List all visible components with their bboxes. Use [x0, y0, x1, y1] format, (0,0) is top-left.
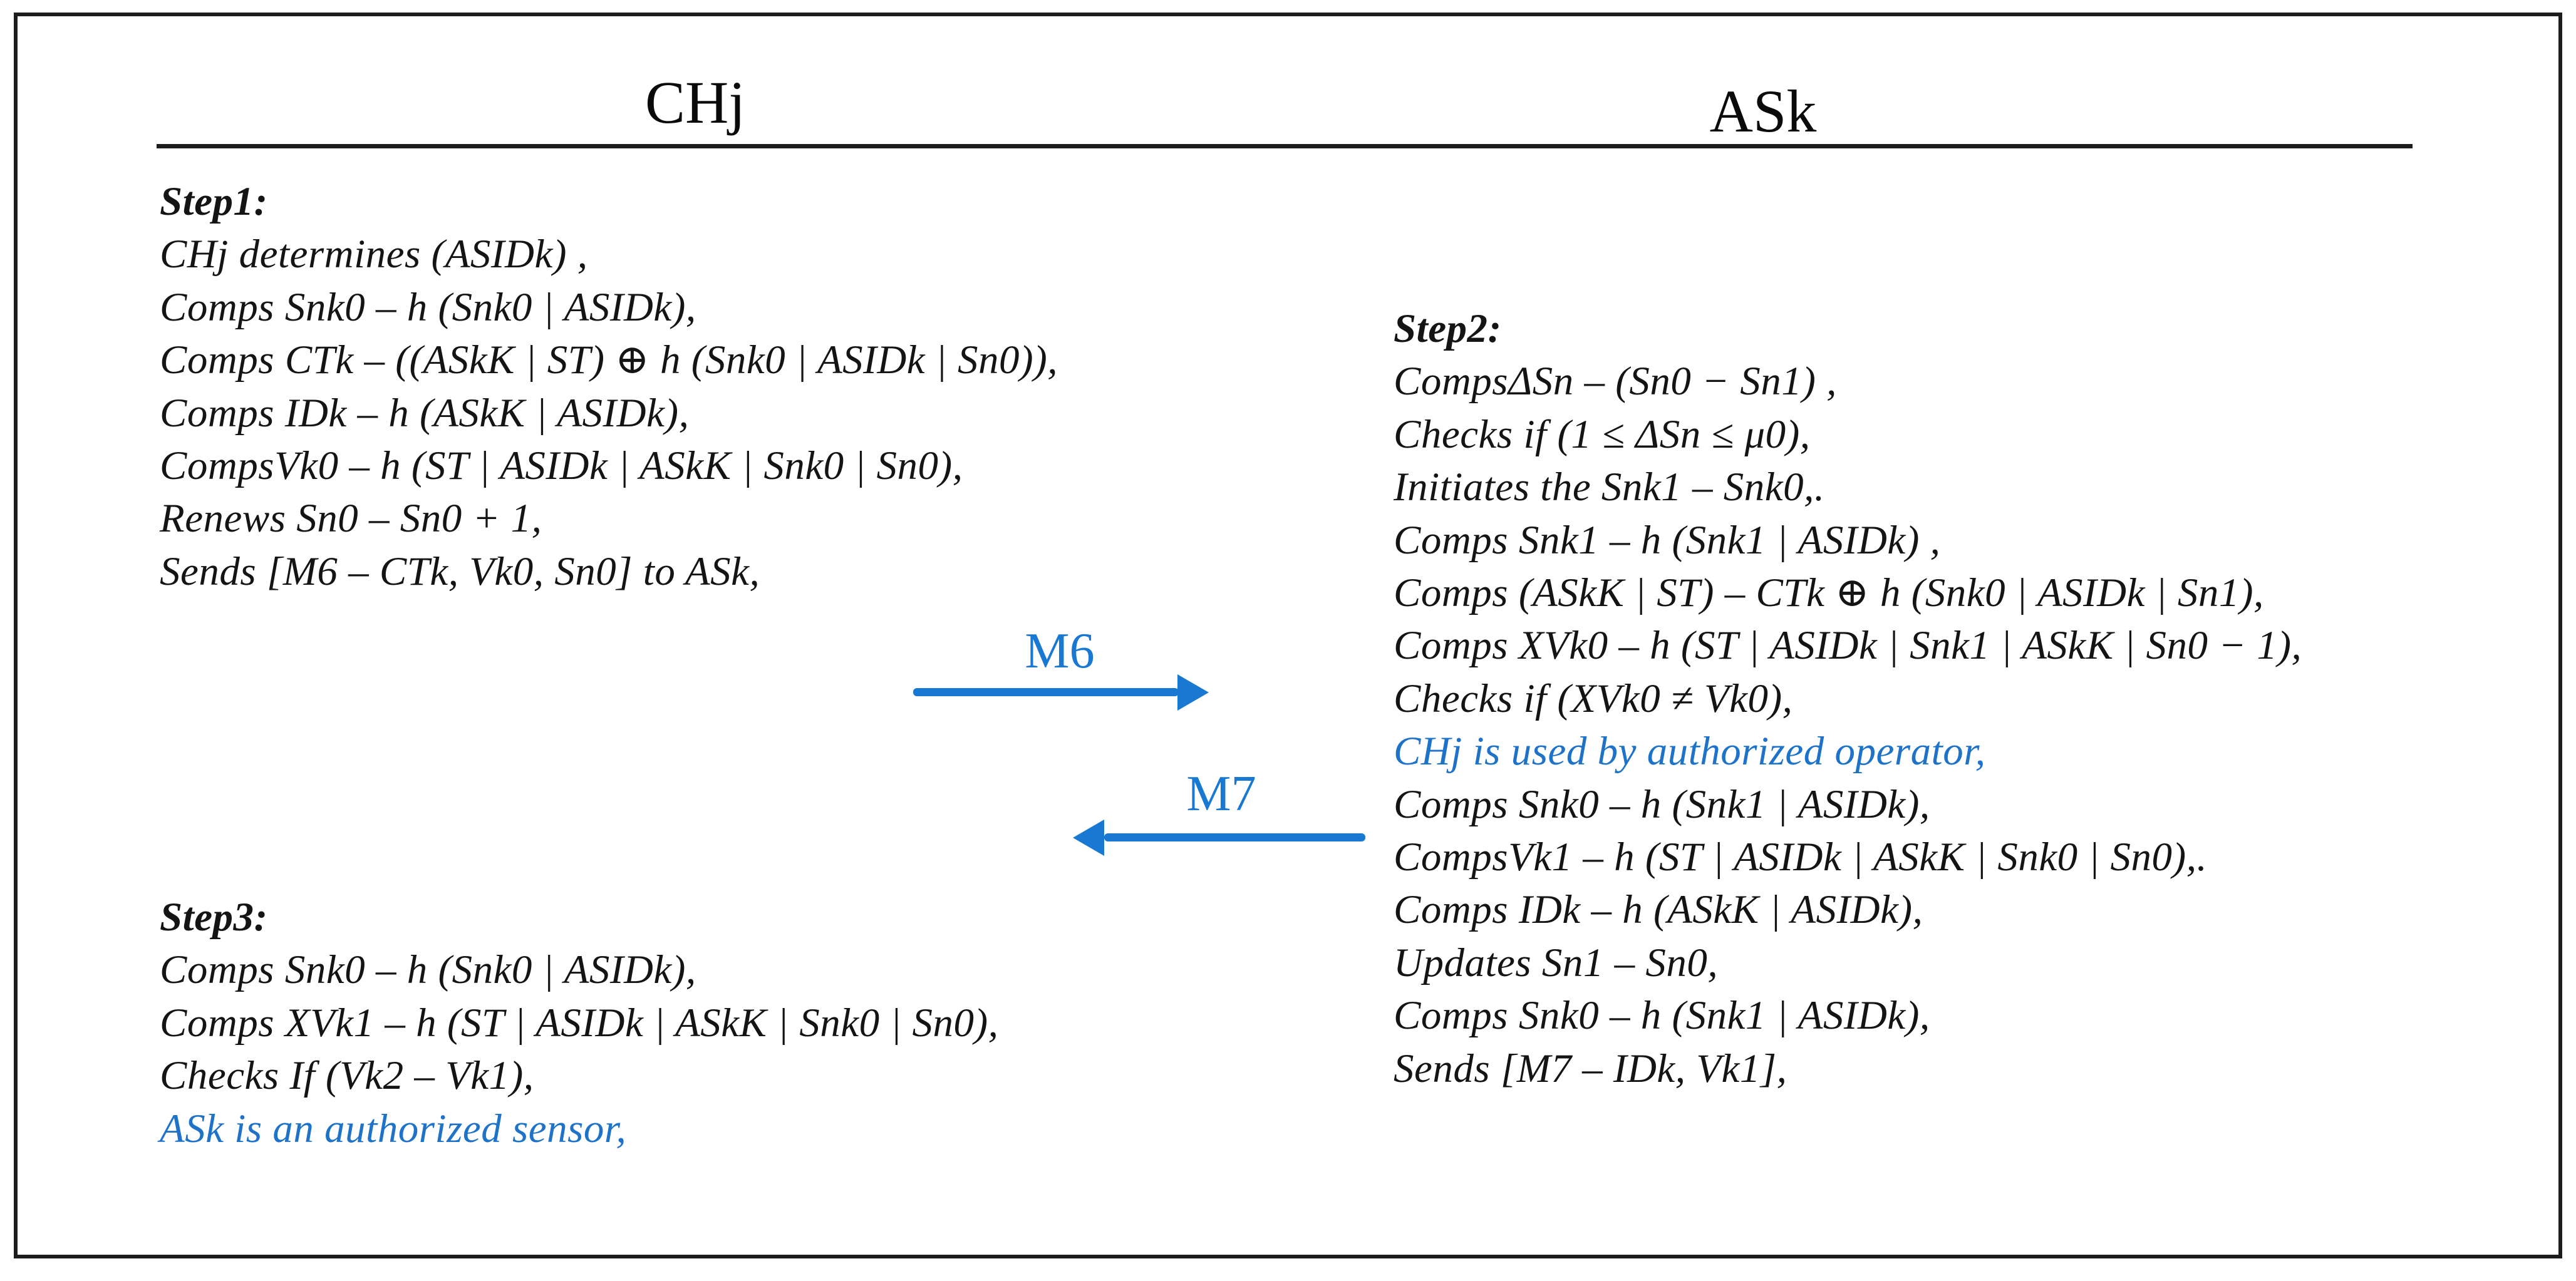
message-m6-label: M6 — [1025, 624, 1095, 679]
protocol-line: CHj determines (ASIDk) , — [160, 232, 588, 277]
m7-arrow-shaft — [1104, 833, 1365, 841]
protocol-line: Checks if (1 ≤ ΔSn ≤ μ0), — [1394, 411, 1811, 457]
message-m7-label: M7 — [1186, 766, 1256, 821]
protocol-line: CompsVk0 – h (ST | ASIDk | ASkK | Snk0 |… — [160, 443, 963, 489]
protocol-line: Comps CTk – ((ASkK | ST) ⊕ h (Snk0 | ASI… — [160, 337, 1058, 383]
protocol-line: Comps (ASkK | ST) – CTk ⊕ h (Snk0 | ASID… — [1394, 570, 2264, 616]
step3-title: Step3: — [160, 895, 268, 940]
party-label-ask: ASk — [1709, 78, 1817, 145]
authorization-note-ask: ASk is an authorized sensor, — [160, 1106, 627, 1151]
m6-arrow-head-right-icon — [1177, 674, 1209, 711]
party-label-chj: CHj — [644, 69, 746, 136]
protocol-line: Renews Sn0 – Sn0 + 1, — [160, 496, 542, 542]
authorization-note-chj: CHj is used by authorized operator, — [1394, 729, 1986, 774]
protocol-line: Comps XVk1 – h (ST | ASIDk | ASkK | Snk0… — [160, 1000, 999, 1046]
protocol-line: Comps IDk – h (ASkK | ASIDk), — [1394, 887, 1923, 933]
protocol-line: Comps Snk0 – h (Snk1 | ASIDk), — [1394, 993, 1930, 1039]
step3-block: Step3: Comps Snk0 – h (Snk0 | ASIDk), Co… — [160, 891, 998, 1155]
protocol-line: Comps IDk – h (ASkK | ASIDk), — [160, 390, 690, 436]
step1-block: Step1: CHj determines (ASIDk) , Comps Sn… — [160, 175, 1058, 598]
protocol-line: Updates Sn1 – Sn0, — [1394, 940, 1719, 985]
protocol-line: Sends [M6 – CTk, Vk0, Sn0] to ASk, — [160, 548, 760, 594]
protocol-line: Sends [M7 – IDk, Vk1], — [1394, 1046, 1787, 1091]
m7-arrow-head-left-icon — [1073, 820, 1104, 856]
header-divider-line — [157, 144, 2413, 148]
step2-block: Step2: CompsΔSn – (Sn0 − Sn1) , Checks i… — [1394, 302, 2302, 1095]
protocol-line: Initiates the Snk1 – Snk0,. — [1394, 465, 1825, 510]
protocol-line: Comps Snk0 – h (Snk0 | ASIDk), — [160, 947, 696, 993]
protocol-line: CompsΔSn – (Sn0 − Sn1) , — [1394, 359, 1837, 404]
protocol-line: Checks If (Vk2 – Vk1), — [160, 1053, 534, 1099]
protocol-line: Comps Snk0 – h (Snk0 | ASIDk), — [160, 284, 696, 330]
outer-border — [14, 13, 2562, 1258]
protocol-line: CompsVk1 – h (ST | ASIDk | ASkK | Snk0 |… — [1394, 835, 2208, 880]
protocol-line: Comps XVk0 – h (ST | ASIDk | Snk1 | ASkK… — [1394, 623, 2302, 669]
protocol-line: Checks if (XVk0 ≠ Vk0), — [1394, 676, 1793, 721]
step1-title: Step1: — [160, 179, 268, 224]
protocol-line: Comps Snk0 – h (Snk1 | ASIDk), — [1394, 781, 1930, 827]
m6-arrow-shaft — [913, 688, 1179, 696]
protocol-line: Comps Snk1 – h (Snk1 | ASIDk) , — [1394, 517, 1941, 563]
step2-title: Step2: — [1394, 306, 1502, 351]
